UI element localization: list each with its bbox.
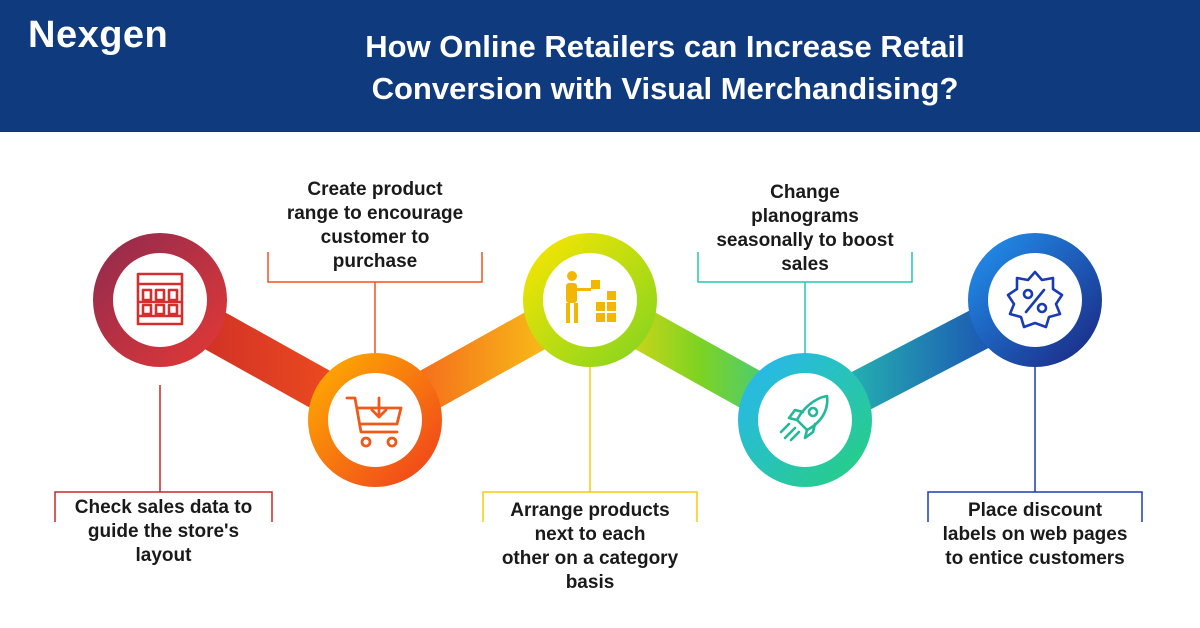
brand-logo: Nexgen: [28, 14, 169, 56]
page-title: How Online Retailers can Increase Retail…: [260, 26, 1070, 110]
label-line: customer to: [320, 227, 430, 248]
callout-2: [267, 252, 483, 360]
step-3-node: [523, 233, 657, 367]
arranging-boxes-icon: [566, 271, 616, 323]
rocket-icon: [779, 394, 829, 442]
label-line: basis: [565, 572, 615, 593]
step-3-label: Arrange products next to each other on a…: [478, 499, 702, 595]
label-line: range to encourage: [286, 203, 464, 224]
label-line: labels on web pages: [942, 524, 1128, 545]
label-line: sales: [781, 254, 829, 275]
label-line: to entice customers: [945, 548, 1125, 569]
step-1-label: Check sales data to guide the store's la…: [50, 496, 277, 568]
label-line: Change: [770, 182, 840, 203]
title-line-2: Conversion with Visual Merchandising?: [371, 71, 959, 106]
step-4-label: Change planograms seasonally to boost sa…: [692, 181, 918, 277]
step-2-node: [308, 353, 442, 487]
callout-1: [54, 385, 273, 522]
step-5-node: [968, 233, 1102, 367]
label-line: Place discount: [967, 500, 1103, 521]
store-shelf-icon: [136, 272, 184, 326]
discount-badge-icon: [1006, 270, 1064, 329]
label-line: layout: [135, 545, 192, 566]
label-line: seasonally to boost: [716, 230, 894, 251]
label-line: Create product: [307, 179, 443, 200]
label-line: purchase: [332, 251, 418, 272]
step-5-label: Place discount labels on web pages to en…: [923, 499, 1147, 571]
label-line: guide the store's: [87, 521, 240, 542]
title-line-1: How Online Retailers can Increase Retail: [365, 29, 965, 64]
step-2-label: Create product range to encourage custom…: [262, 178, 488, 274]
shopping-cart-icon: [345, 396, 403, 448]
callout-4: [697, 252, 913, 360]
label-line: Arrange products: [510, 500, 670, 521]
callout-3: [482, 362, 698, 522]
step-4-node: [738, 353, 872, 487]
label-line: Check sales data to: [74, 497, 253, 518]
step-1-node: [93, 233, 227, 367]
label-line: other on a category: [501, 548, 679, 569]
callout-5: [927, 362, 1143, 522]
label-line: next to each: [534, 524, 646, 545]
label-line: planograms: [751, 206, 859, 227]
header-banner: Nexgen How Online Retailers can Increase…: [0, 0, 1200, 132]
